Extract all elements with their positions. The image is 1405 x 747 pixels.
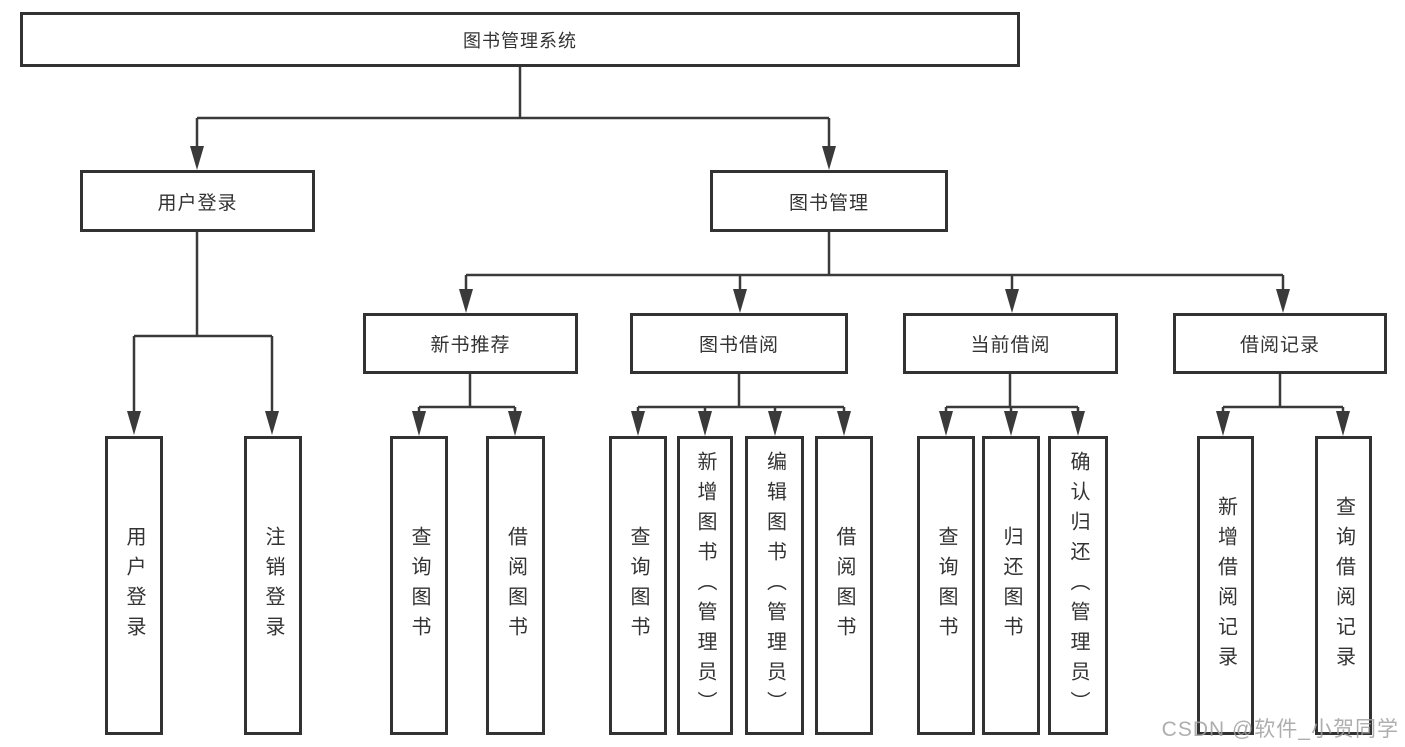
- node-book-management: 图书管理: [710, 170, 948, 232]
- node-user-login: 用户登录: [80, 170, 315, 232]
- leaf-query-books-current: 查询图书: [917, 436, 975, 735]
- leaf-label: 查询图书: [408, 525, 430, 646]
- leaf-borrow-books-borrowing: 借阅图书: [815, 436, 873, 735]
- connector-borrowing-to-leaves: [631, 374, 851, 436]
- csdn-watermark: CSDN @软件_小贺同学: [1161, 718, 1399, 741]
- leaf-label: 查询借阅记录: [1332, 495, 1355, 676]
- leaf-label: 注销登录: [262, 525, 284, 646]
- leaf-label: 借阅图书: [504, 525, 527, 646]
- leaf-query-books-borrowing: 查询图书: [609, 436, 667, 735]
- node-current-borrowing: 当前借阅: [903, 313, 1118, 374]
- leaf-label: 借阅图书: [833, 525, 855, 646]
- leaf-label: 查询图书: [627, 525, 649, 646]
- node-new-book-recommendation: 新书推荐: [363, 313, 578, 374]
- leaf-label: 新增借阅记录: [1214, 495, 1237, 676]
- leaf-label: 编辑图书（管理员）: [763, 450, 786, 721]
- leaf-confirm-return-admin: 确认归还（管理员）: [1048, 436, 1108, 735]
- leaf-logout: 注销登录: [244, 436, 302, 735]
- node-root-system: 图书管理系统: [20, 12, 1020, 67]
- leaf-label: 查询图书: [935, 525, 957, 646]
- leaf-edit-books-admin: 编辑图书（管理员）: [745, 436, 804, 735]
- leaf-label: 新增图书（管理员）: [694, 450, 716, 721]
- node-book-borrowing: 图书借阅: [630, 313, 848, 374]
- connector-recommendation-to-leaves: [412, 374, 522, 436]
- connector-book-management-to-level3: [459, 232, 1290, 313]
- leaf-label: 确认归还（管理员）: [1067, 450, 1089, 721]
- leaf-query-books-recommend: 查询图书: [390, 436, 448, 735]
- leaf-return-books: 归还图书: [982, 436, 1040, 735]
- node-borrowing-records: 借阅记录: [1173, 313, 1387, 374]
- leaf-add-borrow-record: 新增借阅记录: [1197, 436, 1254, 735]
- leaf-add-books-admin: 新增图书（管理员）: [677, 436, 733, 735]
- connector-root-to-level2: [190, 67, 836, 170]
- connector-user-login-to-leaves: [127, 232, 279, 435]
- leaf-label: 归还图书: [1000, 525, 1022, 646]
- leaf-user-login: 用户登录: [105, 436, 163, 735]
- connector-current-to-leaves: [939, 374, 1085, 436]
- leaf-borrow-books-recommend: 借阅图书: [486, 436, 545, 735]
- leaf-query-borrow-record: 查询借阅记录: [1315, 436, 1372, 735]
- leaf-label: 用户登录: [123, 525, 145, 646]
- connector-records-to-leaves: [1216, 374, 1350, 436]
